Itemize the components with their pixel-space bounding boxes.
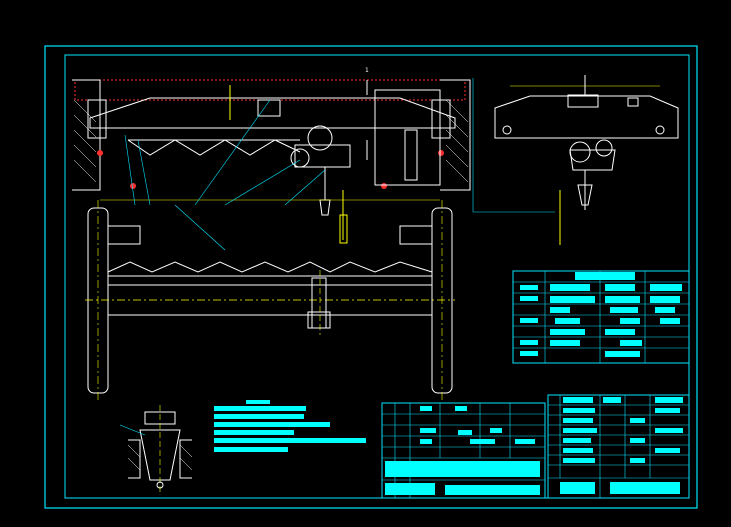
plan-view [85, 200, 455, 400]
parameter-table [512, 270, 690, 364]
technical-notes [214, 400, 366, 452]
outer-border [44, 45, 698, 509]
detail-section [119, 405, 193, 492]
front-elevation: 1 [72, 67, 471, 251]
title-block [381, 402, 546, 499]
span-label: 1 [365, 67, 369, 74]
side-elevation [472, 75, 679, 245]
parts-list [547, 394, 690, 499]
